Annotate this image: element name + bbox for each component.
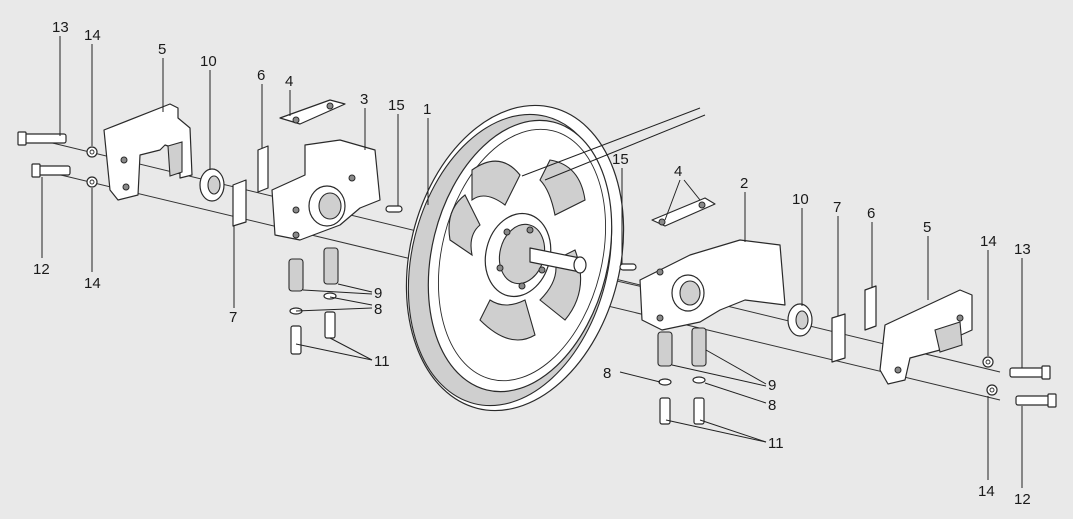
- right-seal-10: [787, 303, 813, 337]
- callout-5-left: 5: [158, 41, 166, 58]
- callout-4-left: 4: [285, 73, 293, 90]
- callout-8-right-left: 8: [603, 365, 611, 382]
- callout-12-left: 12: [33, 261, 50, 278]
- left-bracket-5: [103, 103, 193, 201]
- callout-14-right-bottom: 14: [978, 483, 995, 500]
- callout-12-right: 12: [1014, 491, 1031, 508]
- left-bolts-11: [290, 311, 336, 355]
- right-shims: [831, 285, 877, 363]
- right-plate-4: [651, 197, 716, 227]
- callout-14-left-top: 14: [84, 27, 101, 44]
- callout-labels: 13 14 5 10 6 4 3 15 1 12 14 7 9 8 11 15 …: [33, 19, 1031, 508]
- callout-7-right: 7: [833, 199, 841, 216]
- left-bolt-13: [17, 131, 67, 146]
- callout-14-left-bottom: 14: [84, 275, 101, 292]
- left-bolt-12: [31, 163, 71, 178]
- right-springs-9: [657, 327, 707, 367]
- left-plate-4: [279, 99, 346, 125]
- right-bearing-block-2: [639, 239, 786, 331]
- callout-11-left: 11: [374, 353, 390, 370]
- callout-7-left: 7: [229, 309, 237, 326]
- callout-13-left: 13: [52, 19, 69, 36]
- callout-10-left: 10: [200, 53, 217, 70]
- left-pin-15: [385, 205, 403, 213]
- right-bolts-11: [659, 397, 705, 425]
- callout-11-right: 11: [768, 435, 784, 452]
- callout-8-right: 8: [768, 397, 776, 414]
- callout-15-right: 15: [612, 151, 629, 168]
- right-bolt-12: [1015, 393, 1057, 408]
- idler-wheel: [405, 104, 625, 412]
- right-washers-14: [982, 356, 998, 396]
- left-washers-14: [86, 146, 98, 188]
- callout-1: 1: [423, 101, 431, 118]
- left-bearing-block-3: [271, 139, 381, 241]
- callout-9-left: 9: [374, 285, 382, 302]
- callout-10-right: 10: [792, 191, 809, 208]
- callout-8-left: 8: [374, 301, 382, 318]
- callout-6-left: 6: [257, 67, 265, 84]
- left-shims: [232, 145, 269, 227]
- callout-13-right: 13: [1014, 241, 1031, 258]
- left-springs-9: [288, 247, 339, 292]
- callout-15-left: 15: [388, 97, 405, 114]
- callout-2: 2: [740, 175, 748, 192]
- callout-6-right: 6: [867, 205, 875, 222]
- right-washers-8: [658, 376, 706, 386]
- right-bracket-5: [879, 289, 973, 385]
- left-seal-10: [199, 168, 225, 202]
- callout-4-right: 4: [674, 163, 682, 180]
- right-bolt-13: [1009, 365, 1051, 380]
- right-pin-15: [619, 263, 637, 271]
- left-washers-8: [289, 292, 337, 315]
- callout-5-right: 5: [923, 219, 931, 236]
- callout-14-right-top: 14: [980, 233, 997, 250]
- leader-lines: [41, 36, 1023, 488]
- callout-9-right: 9: [768, 377, 776, 394]
- callout-3: 3: [360, 91, 368, 108]
